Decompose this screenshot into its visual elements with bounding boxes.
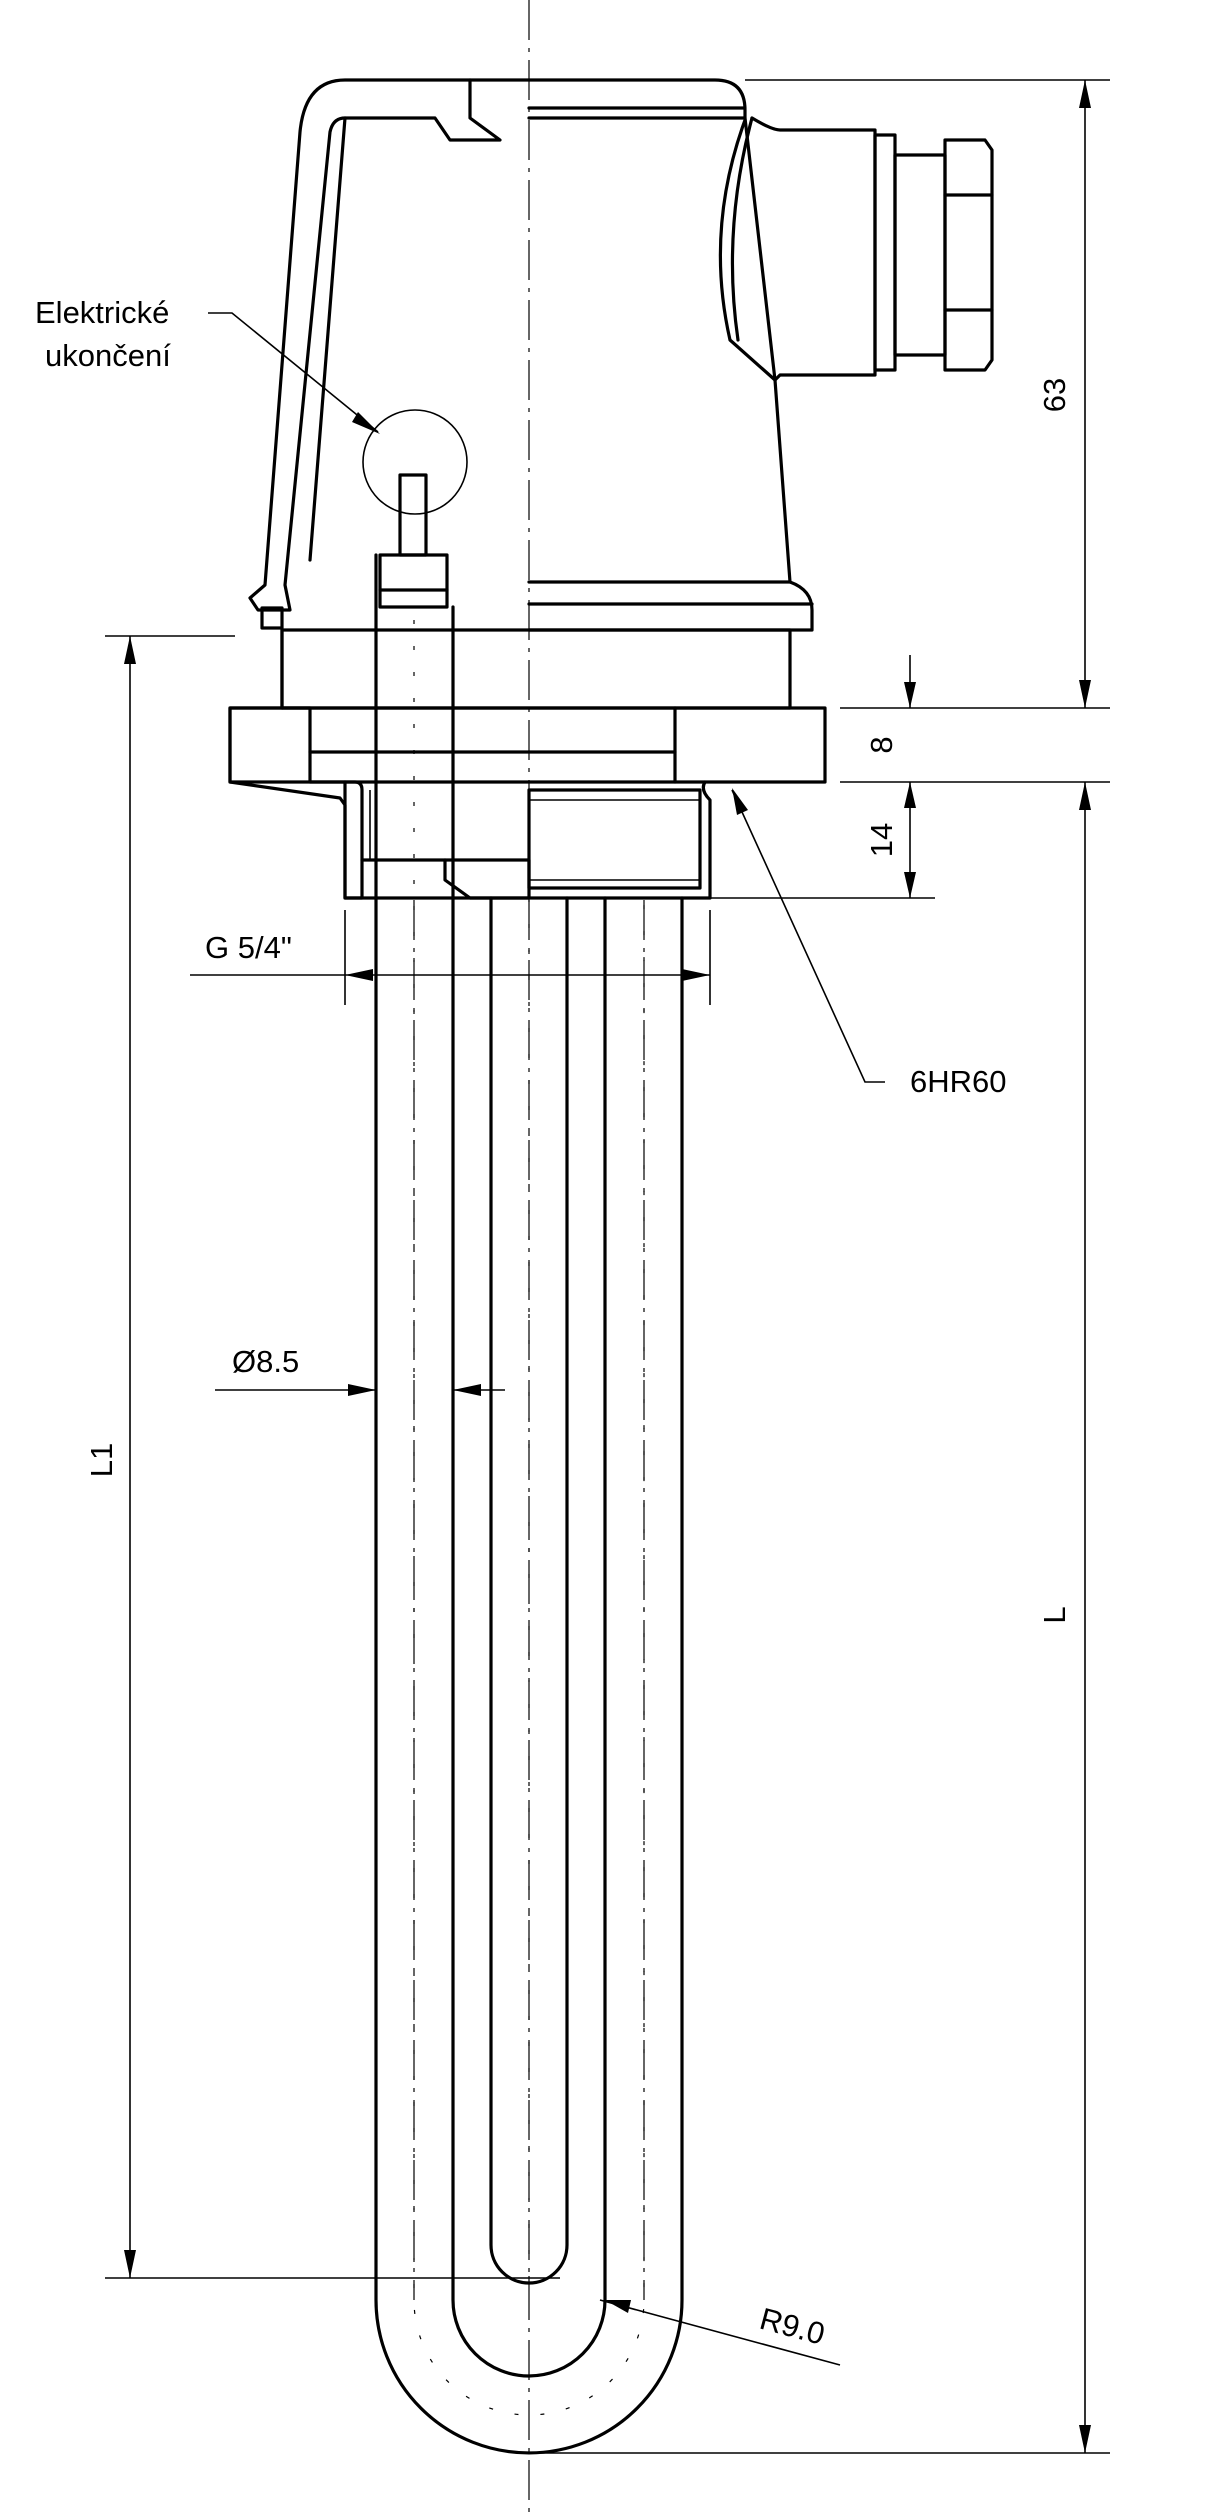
center-lines [413, 0, 645, 2512]
dim-overall-length-label: L [1037, 1606, 1072, 1623]
dim-bend-radius-label: R9.0 [756, 2301, 828, 2352]
dim-heated-length-label: L1 [84, 1443, 119, 1477]
cap-section-hatch [248, 78, 502, 612]
dimensions: 63 8 14 L L1 G 5/4" [84, 79, 1110, 2454]
cap-seal [260, 606, 284, 630]
dim-thread-length-label: 14 [864, 823, 899, 857]
callouts: Elektrické ukončení 6HR60 [35, 295, 1007, 1099]
cap-outer-outline [468, 78, 747, 120]
detail-circle [362, 409, 468, 515]
terminal-head [248, 78, 814, 632]
flange-section-hatch [228, 706, 364, 900]
terminal-pin [362, 409, 468, 609]
insert-section-hatch [443, 858, 531, 900]
dim-head-height-label: 63 [1037, 378, 1072, 412]
flange [228, 628, 827, 900]
dim-thread-label: G 5/4" [205, 930, 292, 965]
callout-electric-termination-line1: Elektrické [35, 295, 169, 330]
dim-flange-label: 8 [864, 736, 899, 753]
dim-tube-diameter-label: Ø8.5 [232, 1344, 299, 1379]
callout-o-ring-label: 6HR60 [910, 1064, 1007, 1099]
cable-gland [718, 116, 994, 382]
callout-electric-termination-line2: ukončení [45, 338, 171, 373]
